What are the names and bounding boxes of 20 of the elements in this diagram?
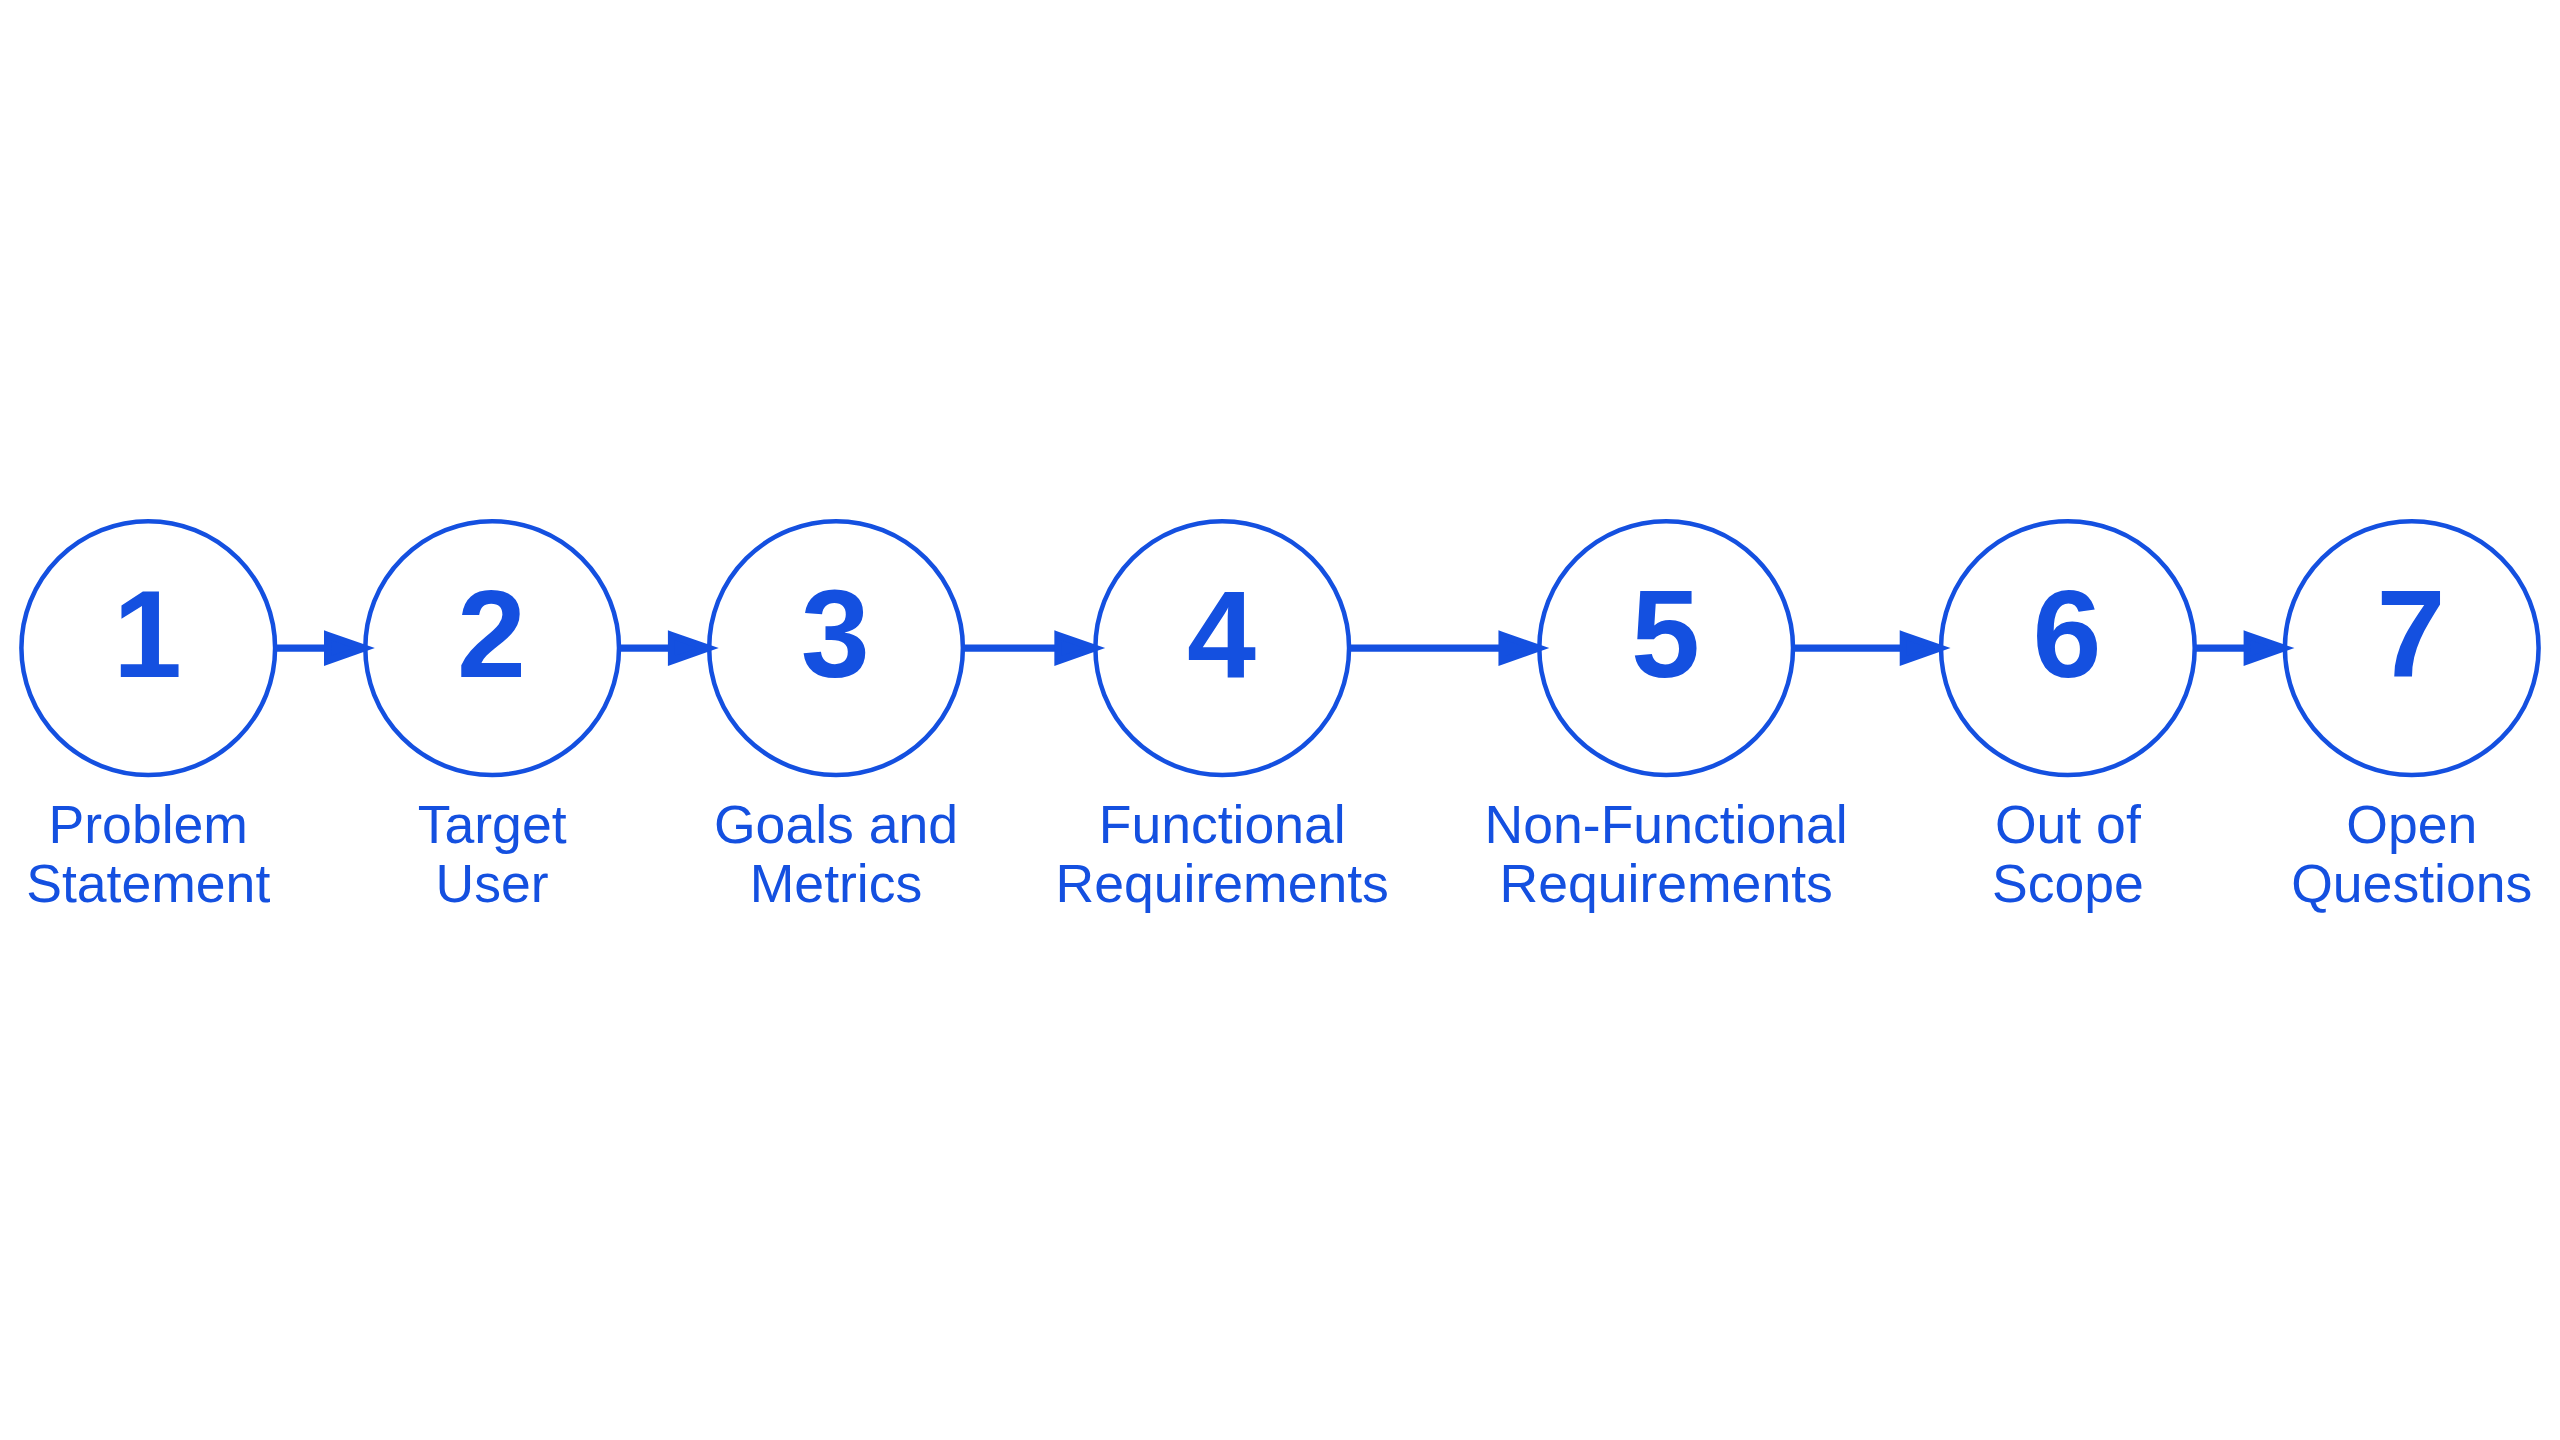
node-circle: 3 xyxy=(706,519,966,778)
node-label: Functional Requirements xyxy=(1055,795,1389,914)
arrow xyxy=(963,630,1106,666)
node-circle: 7 xyxy=(2282,519,2541,778)
arrow xyxy=(619,630,719,666)
arrow xyxy=(2194,630,2295,666)
node-circle: 1 xyxy=(19,519,278,778)
node-circle: 6 xyxy=(1938,519,2197,778)
node-label: Problem Statement xyxy=(26,795,271,914)
node-label: Out of Scope xyxy=(1991,795,2144,914)
node-label: Non-Functional Requirements xyxy=(1484,795,1848,914)
node-label: Goals and Metrics xyxy=(713,795,959,914)
arrow xyxy=(1349,630,1550,666)
arrow xyxy=(275,630,375,666)
arrow xyxy=(1793,630,1951,666)
node-label: Open Questions xyxy=(2291,795,2533,914)
node-label: Target User xyxy=(417,795,567,914)
node-circle: 2 xyxy=(363,519,622,778)
node-circle: 5 xyxy=(1537,519,1796,778)
node-circle: 4 xyxy=(1093,519,1352,778)
